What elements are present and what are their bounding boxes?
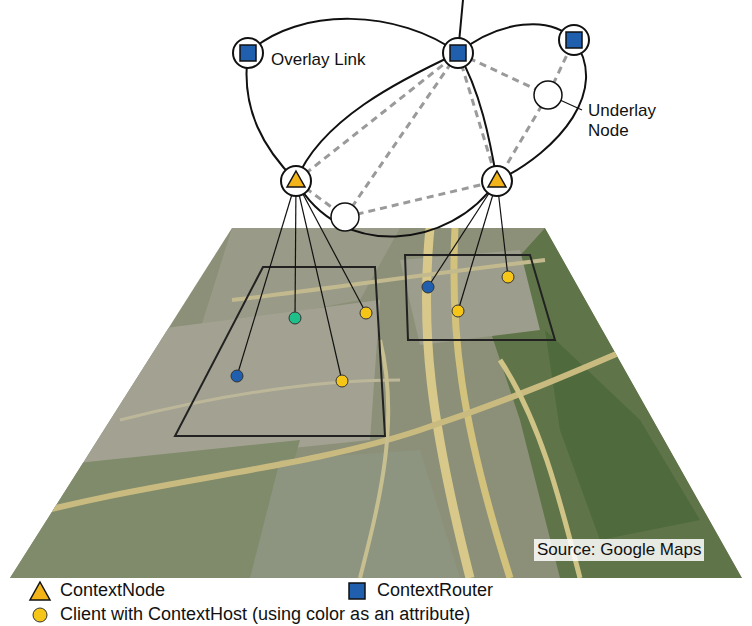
client-dots <box>231 271 514 387</box>
link-label: Overlay Link <box>268 49 368 71</box>
legend-square <box>349 583 365 599</box>
legend-dot <box>33 608 47 622</box>
legend-triangle <box>30 582 50 600</box>
context-node <box>281 166 512 196</box>
aerial-map <box>0 220 752 590</box>
legend-text: Client with ContextHost (using color as … <box>60 604 470 626</box>
area-outline <box>405 255 555 340</box>
node-label: Underlay Node <box>585 100 686 143</box>
underlay-node <box>534 81 562 109</box>
client-links <box>237 181 508 381</box>
source-note: Source: Google Maps <box>534 539 704 561</box>
area-outline <box>175 267 385 436</box>
underlay-node <box>331 203 359 231</box>
overlay-links <box>246 0 586 237</box>
leader-line <box>560 100 582 110</box>
legend-text: ContextRouter <box>377 580 493 602</box>
legend-text: ContextNode <box>60 580 165 602</box>
